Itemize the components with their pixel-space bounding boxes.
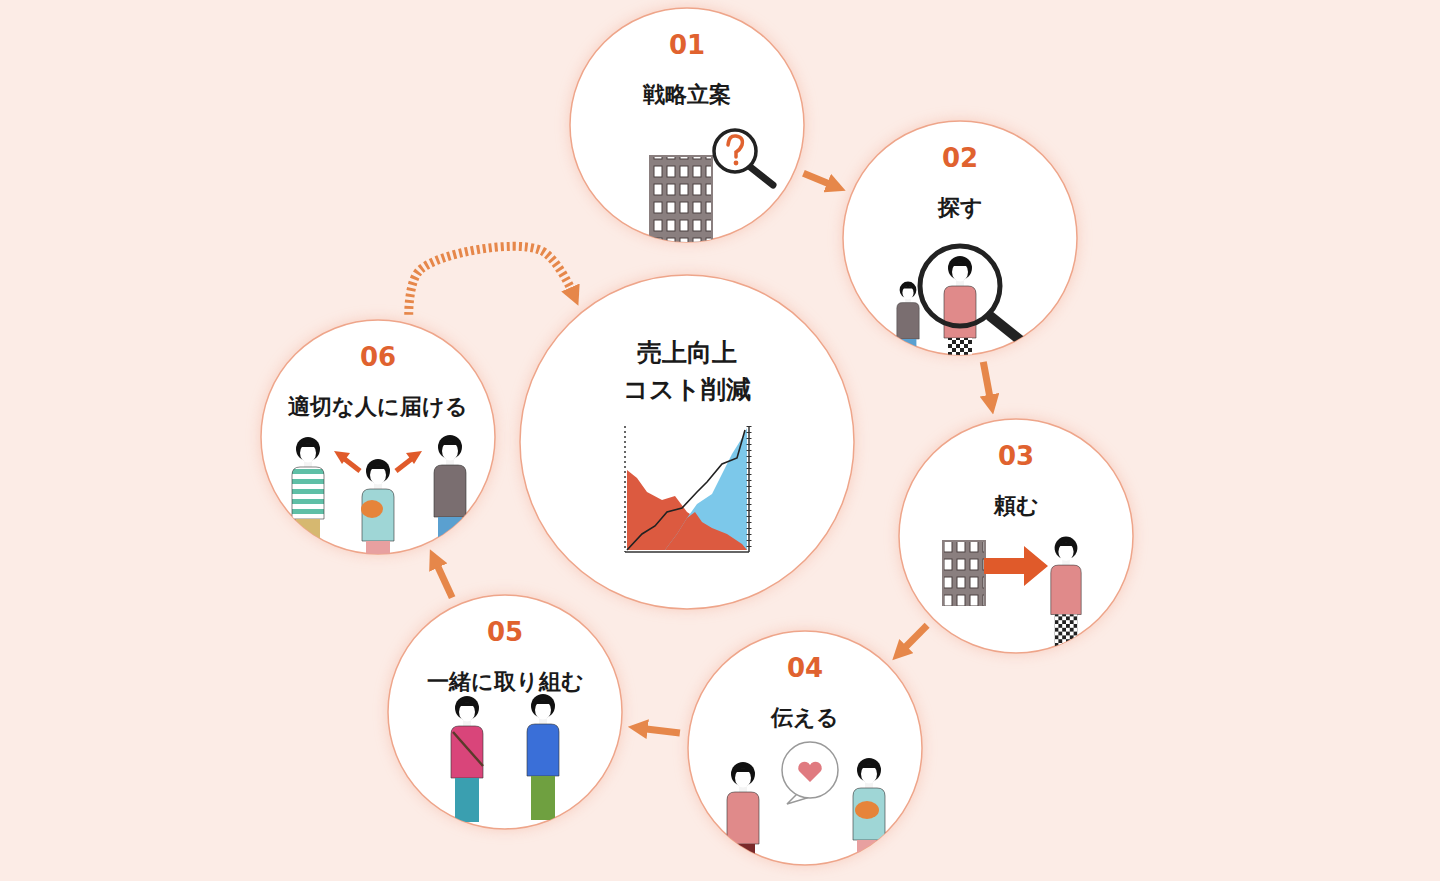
goal-text: 売上向上 コスト削減 [612, 334, 762, 409]
flow-arrow [436, 562, 452, 597]
step-illustration [727, 742, 885, 881]
step-number: 04 [687, 654, 923, 683]
step-label: 戦略立案 [569, 82, 805, 108]
step-label: 適切な人に届ける [260, 394, 496, 420]
step-circle: 03 頼む [898, 418, 1134, 654]
flow-arrow [902, 625, 927, 650]
chart-illustration [625, 426, 749, 552]
step-number: 03 [898, 442, 1134, 471]
flow-arrow [642, 728, 680, 733]
step-illustration [897, 246, 1020, 382]
step-label: 頼む [898, 493, 1134, 519]
step-label: 一緒に取り組む [387, 669, 623, 695]
flow-arrow [409, 246, 573, 314]
step-illustration [649, 130, 773, 255]
step-number: 06 [260, 343, 496, 372]
circle-fill [520, 275, 854, 609]
flow-arrow [803, 173, 832, 185]
step-label: 伝える [687, 705, 923, 731]
step-circle: 02 探す [842, 120, 1078, 356]
step-circle: 04 伝える [687, 630, 923, 866]
step-illustration [292, 435, 466, 585]
circle-outline [519, 274, 855, 610]
step-number: 02 [842, 144, 1078, 173]
goal-circle: 売上向上 コスト削減 [519, 274, 855, 610]
step-number: 05 [387, 618, 623, 647]
step-illustration [451, 694, 559, 822]
circle-fill [388, 595, 622, 829]
step-number: 01 [569, 31, 805, 60]
flow-arrow [983, 362, 990, 401]
step-illustration [942, 537, 1081, 657]
step-circle: 05 一緒に取り組む [387, 594, 623, 830]
step-circle: 01 戦略立案 [569, 7, 805, 243]
step-circle: 06 適切な人に届ける [260, 319, 496, 555]
circle-fill [899, 419, 1133, 653]
step-label: 探す [842, 195, 1078, 221]
